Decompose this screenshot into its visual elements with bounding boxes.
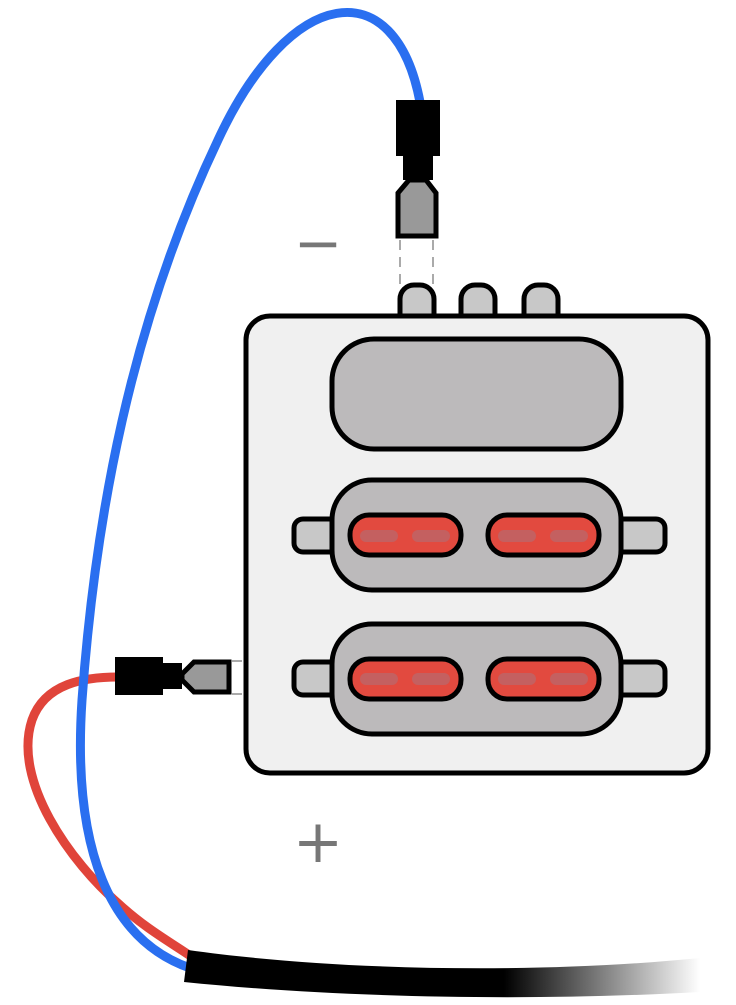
spade-connector-icon — [395, 100, 440, 239]
blade-fuse-icon — [347, 512, 464, 558]
header-connector-block — [329, 336, 624, 452]
negative-label: − — [294, 209, 343, 277]
cable-sheath — [184, 950, 700, 998]
spade-connector-icon — [115, 657, 232, 695]
fuse-holder-row-1 — [291, 477, 668, 593]
blade-fuse-icon — [485, 656, 602, 702]
negative-guide-lines — [399, 240, 434, 284]
fuse-holder-body — [329, 621, 624, 737]
positive-wire — [23, 672, 197, 962]
positive-label: + — [293, 807, 343, 877]
fuse-holder-row-2 — [291, 621, 668, 737]
blade-fuse-icon — [347, 656, 464, 702]
fuse-holder-body — [329, 477, 624, 593]
negative-wire — [75, 8, 425, 973]
blade-fuse-icon — [485, 512, 602, 558]
